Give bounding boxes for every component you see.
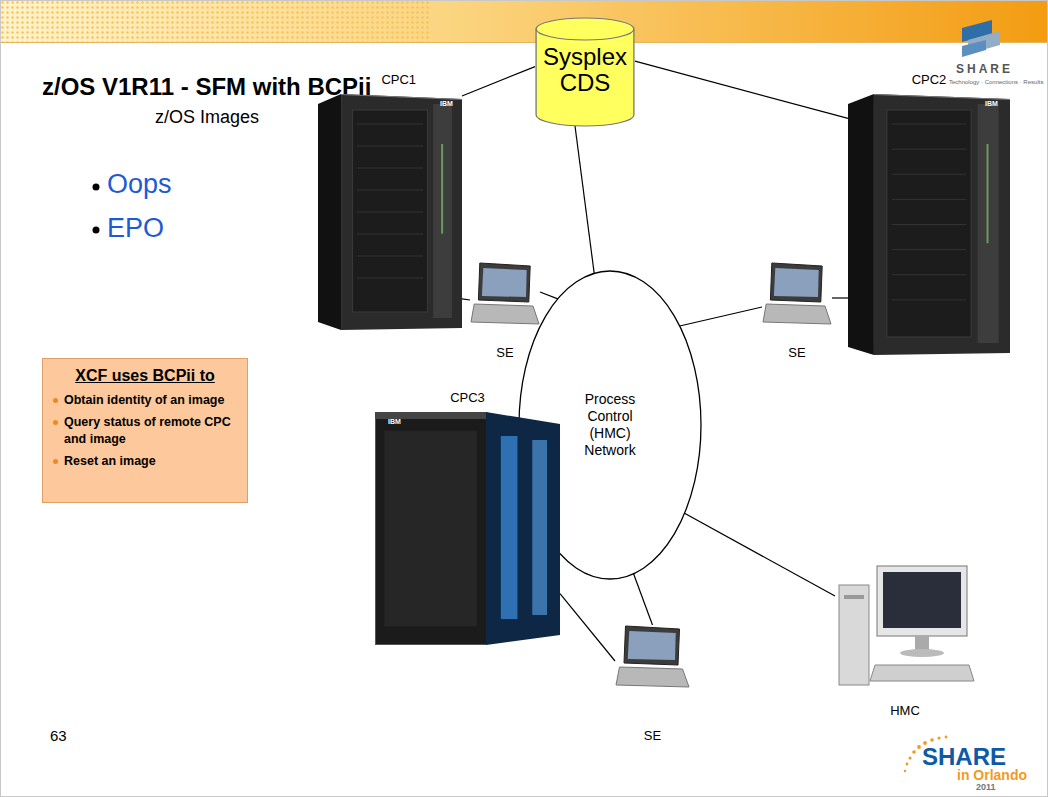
connector-line (832, 297, 848, 298)
se-label: SE (762, 344, 832, 362)
console-picture (835, 565, 975, 685)
couple-data-set-cylinder: Sysplex CDS (535, 18, 635, 126)
bullet-item: Obtain identity of an image (51, 392, 239, 409)
support-element-laptop: SE (615, 625, 690, 745)
cpc-label: CPC1 (381, 70, 416, 90)
brand-mark: IBM (985, 100, 998, 108)
bullet (93, 227, 100, 234)
bullet-text: EPO (107, 212, 164, 244)
logo-text: SHARE (922, 744, 1006, 770)
bullet-row: Query status of remote CPC and image (51, 414, 239, 448)
connector-line (560, 594, 615, 661)
bullet-dot (53, 398, 58, 403)
laptop-picture (615, 625, 690, 689)
cpc-label: CPC3 (450, 388, 485, 408)
support-element-laptop: SE (762, 262, 832, 362)
connector-line (680, 307, 762, 326)
info-box: XCF uses BCPii to Obtain identity of an i… (42, 358, 248, 503)
laptop-picture (762, 262, 832, 326)
cpc-mainframe: CPC3 (375, 388, 560, 645)
band-dots (0, 0, 430, 42)
box-heading: XCF uses BCPii to (51, 365, 239, 387)
logo-tagline: Technology · Connections · Results (949, 78, 1043, 86)
support-element-laptop: SE (470, 262, 540, 362)
bullet-text: Oops (107, 168, 172, 200)
se-label: SE (615, 727, 690, 745)
bullet (93, 184, 100, 191)
connector-line (462, 67, 535, 96)
mainframe-picture (318, 94, 462, 330)
cpc-mainframe: CPC2 (848, 70, 1010, 355)
logo-text: 2011 (976, 782, 996, 792)
cylinder-label: Sysplex CDS (535, 44, 635, 96)
connector-line (635, 61, 848, 118)
mainframe-picture (375, 412, 560, 645)
connector-line (634, 574, 653, 625)
share-logo-icon (962, 20, 1000, 57)
connector-line (575, 126, 594, 273)
cylinder-rim (536, 29, 634, 40)
bullet-dot (53, 420, 58, 425)
top-band (0, 0, 1048, 42)
cpc-label: CPC2 (912, 70, 947, 90)
connector-line (462, 299, 470, 300)
cpc-mainframe: CPC1 (318, 70, 462, 330)
caption-text: z/OS Images (155, 106, 259, 128)
logo-text: SHARE (956, 62, 1013, 76)
hmc-label: HMC (835, 702, 975, 720)
logo-text: in Orlando (957, 768, 1027, 783)
mainframe-picture (848, 94, 1010, 355)
hmc-console: HMC (835, 565, 975, 720)
band-rule (0, 42, 1048, 43)
brand-mark: IBM (440, 100, 453, 108)
connector-line (685, 513, 835, 596)
slide-title: z/OS V1R11 - SFM with BCPii (42, 72, 371, 102)
bullet-item: Reset an image (51, 453, 239, 470)
brand-mark: IBM (388, 418, 401, 426)
connector-line (540, 292, 558, 299)
bullet-dot (53, 459, 58, 464)
page-number: 63 (50, 727, 67, 745)
bullet-row: Reset an image (51, 453, 239, 470)
laptop-picture (470, 262, 540, 326)
bullet-row: Obtain identity of an image (51, 392, 239, 409)
bullet-item: Query status of remote CPC and image (51, 414, 239, 448)
network-label: Process Control (HMC) Network (570, 391, 650, 459)
